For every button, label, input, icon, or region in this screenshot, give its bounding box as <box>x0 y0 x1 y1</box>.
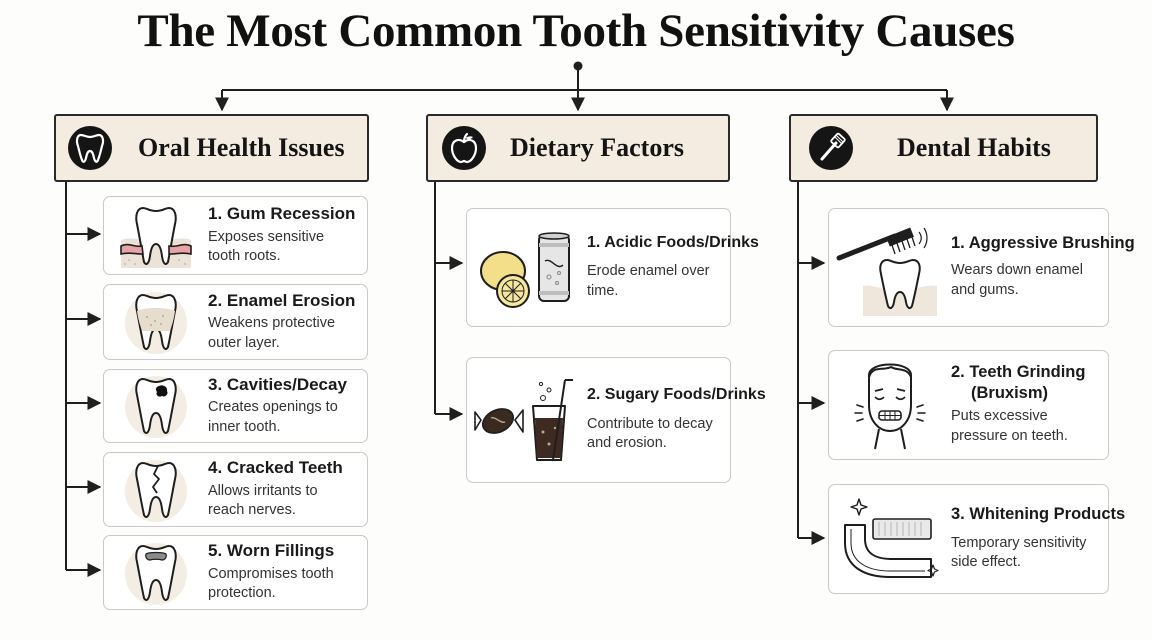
cracked-tooth-icon <box>112 455 200 525</box>
cause-title: 1. Aggressive Brushing <box>951 234 1135 253</box>
cause-title: 2. Enamel Erosion <box>208 290 356 310</box>
category-header-dietary: Dietary Factors <box>426 114 730 182</box>
category-header-oral-health: Oral Health Issues <box>54 114 369 182</box>
cause-card-enamel-erosion: 2. Enamel Erosion Weakens protective out… <box>103 284 368 360</box>
cavity-icon <box>112 371 200 441</box>
cause-description: Allows irritants to reach nerves. <box>208 482 318 519</box>
category-label: Dietary Factors <box>510 133 684 162</box>
cause-title: 5. Worn Fillings <box>208 541 335 561</box>
tooth-icon <box>68 126 112 170</box>
category-label: Oral Health Issues <box>138 133 345 162</box>
cause-title: 1. Gum Recession <box>208 204 356 224</box>
cause-description: Erode enamel over time. <box>587 263 710 299</box>
whitening-tray-icon <box>835 494 945 584</box>
cause-description: Puts excessive pressure on teeth. <box>951 408 1068 444</box>
category-header-dental-habits: Dental Habits <box>789 114 1098 182</box>
cause-description: Creates openings to inner tooth. <box>208 399 338 435</box>
apple-icon <box>442 126 486 170</box>
cause-title: 3. Cavities/Decay <box>208 374 347 394</box>
cause-card-aggressive-brushing: 1. Aggressive Brushing Wears down enamel… <box>828 208 1135 327</box>
worn-filling-icon <box>112 538 200 608</box>
cause-description: Contribute to decay and erosion. <box>587 415 713 452</box>
cause-title: 1. Acidic Foods/Drinks <box>587 233 759 251</box>
cause-title: 4. Cracked Teeth <box>208 458 343 478</box>
toothbrush-icon <box>809 126 853 170</box>
enamel-erosion-icon <box>112 287 200 357</box>
cause-card-cavities: 3. Cavities/Decay Creates openings to in… <box>103 369 368 443</box>
cause-card-teeth-grinding: 2. Teeth Grinding (Bruxism) Puts excessi… <box>828 350 1109 460</box>
cause-title: 2. Teeth Grinding <box>951 363 1086 382</box>
cause-description: Temporary sensitivity side effect. <box>951 534 1087 571</box>
brushing-tooth-icon <box>835 223 945 316</box>
cause-card-whitening-products: 3. Whitening Products Temporary sensitiv… <box>828 484 1125 594</box>
gum-recession-icon <box>112 201 200 271</box>
cause-title: 3. Whitening Products <box>951 504 1126 523</box>
cause-description: Exposes sensitive tooth roots. <box>208 228 325 265</box>
cause-card-sugary-foods: 2. Sugary Foods/Drinks Contribute to dec… <box>466 357 766 483</box>
category-label: Dental Habits <box>897 133 1051 162</box>
cause-description: Wears down enamel and gums. <box>951 262 1083 298</box>
cause-description: Weakens protective outer layer. <box>208 315 336 351</box>
grinding-face-icon <box>835 360 945 450</box>
cause-card-gum-recession: 1. Gum Recession Exposes sensitive tooth… <box>103 196 368 275</box>
cause-card-acidic-foods: 1. Acidic Foods/Drinks Erode enamel over… <box>466 208 759 327</box>
cause-card-worn-fillings: 5. Worn Fillings Compromises tooth prote… <box>103 535 368 610</box>
page-title: The Most Common Tooth Sensitivity Causes <box>137 5 1015 57</box>
lemon-soda-can-icon <box>473 225 579 311</box>
cause-title-line-2: (Bruxism) <box>971 384 1049 403</box>
candy-soda-glass-icon <box>473 377 579 463</box>
cause-description: Compromises tooth protection. <box>208 565 334 602</box>
cause-card-cracked-teeth: 4. Cracked Teeth Allows irritants to rea… <box>103 452 368 527</box>
cause-title: 2. Sugary Foods/Drinks <box>587 386 766 404</box>
